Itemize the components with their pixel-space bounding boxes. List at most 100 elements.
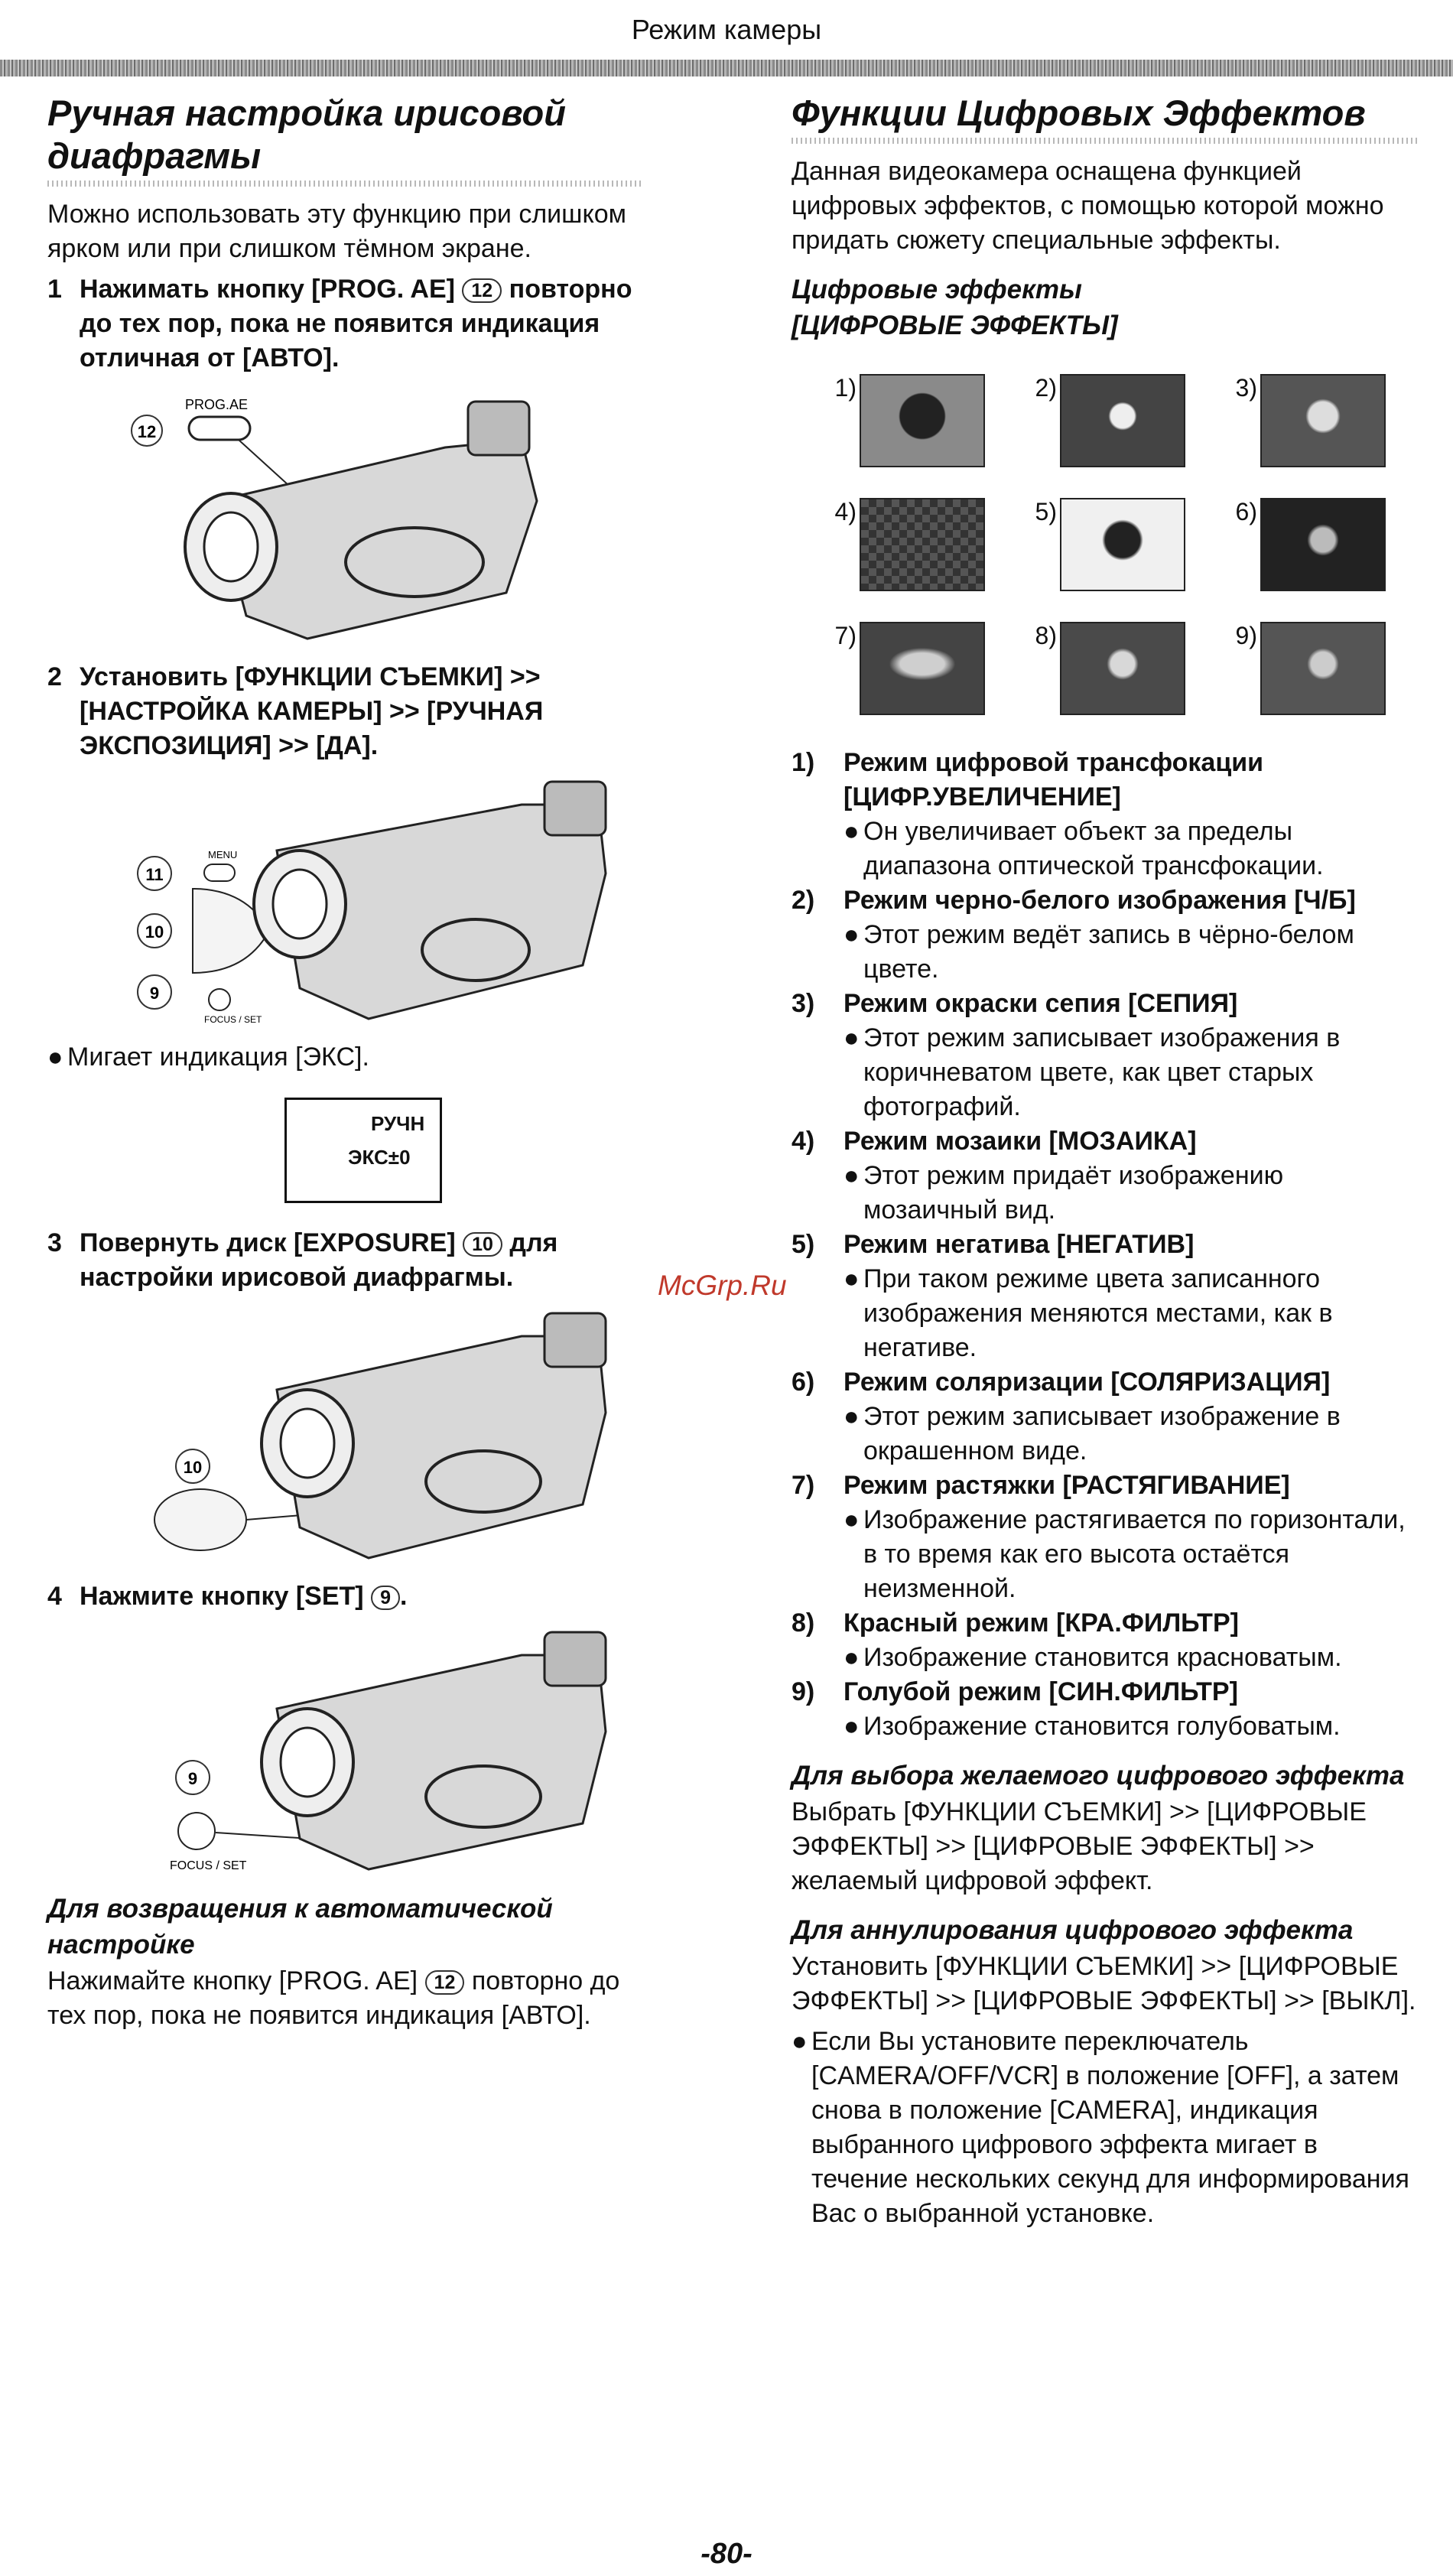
camcorder-prog-ae-icon: 12 PROG.AE [131, 397, 538, 640]
thumb-number: 6) [1235, 498, 1257, 525]
auto-return-heading: Для возвращения к автоматической настрой… [47, 1894, 553, 1960]
auto-text-a: Нажимайте кнопку [PROG. AE] [47, 1966, 418, 1995]
list-item: 1)Режим цифровой трансфокации [ЦИФР.УВЕЛ… [792, 746, 1419, 815]
camera-figure-2: 11 10 9 MENU FOCUS / SET [47, 774, 644, 1026]
cancel-effect-text: Установить [ФУНКЦИИ СЪЕМКИ] >> [ЦИФРОВЫЕ… [792, 1952, 1416, 2015]
step-4-text: Нажмите кнопку [SET] [80, 1582, 364, 1611]
item-desc-text: Он увеличивает объект за пределы диапазо… [863, 817, 1324, 880]
item-number: 3) [792, 989, 815, 1018]
auto-text-b: повторно до тех пор, пока не появится ин… [47, 1966, 620, 2030]
item-title: Режим негатива [НЕГАТИВ] [844, 1230, 1195, 1259]
dial-ref-10: 10 [463, 1232, 502, 1257]
step-3-text-b: для настройки ирисовой диафрагмы. [80, 1228, 558, 1292]
effect-photo-mosaic [860, 498, 985, 591]
item-title: Голубой режим [СИН.ФИЛЬТР] [844, 1677, 1238, 1706]
list-item: 2) Режим черно-белого изображения [Ч/Б] [792, 883, 1419, 918]
step-2-bullet: ● Мигает индикация [ЭКС]. [47, 1040, 644, 1075]
item-desc: ●Изображение становится красноватым. [844, 1641, 1419, 1675]
camcorder-set-button-icon: 9 FOCUS / SET [170, 1631, 607, 1872]
iris-section-title: Ручная настройка ирисовой диафрагмы [47, 93, 566, 176]
item-desc-text: Этот режим придаёт изображению мозаичный… [863, 1161, 1284, 1225]
item-title: Режим черно-белого изображения [Ч/Б] [844, 886, 1356, 915]
button-ref-12: 12 [424, 1970, 465, 1995]
button-ref-9: 9 [371, 1586, 400, 1611]
item-desc-text: Изображение становится голубоватым. [863, 1712, 1341, 1741]
bullet-icon: ● [844, 817, 860, 846]
effect-photo-stretch [860, 622, 985, 715]
effect-thumb-2: 2) [1026, 374, 1227, 467]
bullet-icon: ● [844, 1402, 860, 1431]
item-title: Режим окраски сепия [СЕПИЯ] [844, 989, 1238, 1018]
step-2-bullet-text: Мигает индикация [ЭКС]. [67, 1042, 369, 1072]
step-2-text: Установить [ФУНКЦИИ СЪЕМКИ] >> [НАСТРОЙК… [80, 662, 544, 760]
effects-subtitle-a: Цифровые эффекты [792, 275, 1082, 304]
item-desc-text: Этот режим ведёт запись в чёрно-белом цв… [863, 920, 1354, 984]
bullet-icon: ● [844, 1023, 860, 1052]
item-desc: ●Изображение становится голубоватым. [844, 1709, 1419, 1744]
item-number: 1) [792, 748, 815, 777]
effect-photo-solarize [1260, 498, 1386, 591]
fig2-menu-label: MENU [208, 849, 237, 860]
item-title: Режим мозаики [МОЗАИКА] [844, 1127, 1197, 1156]
page-number: -80- [700, 2538, 753, 2570]
step-number: 4 [47, 1582, 62, 1611]
item-title: Режим растяжки [РАСТЯГИВАНИЕ] [844, 1471, 1290, 1500]
step-4: 4 Нажмите кнопку [SET] 9. [47, 1579, 644, 1614]
list-item: 8)Красный режим [КРА.ФИЛЬТР] [792, 1606, 1419, 1641]
left-column: Ручная настройка ирисовой диафрагмы Можн… [47, 86, 644, 2039]
bullet-icon: ● [844, 1161, 860, 1190]
step-text: Нажмите кнопку [SET] 9. [80, 1582, 408, 1611]
bullet-icon: ● [47, 1042, 63, 1072]
bullet-icon: ● [844, 1712, 860, 1741]
effect-thumb-9: 9) [1227, 622, 1427, 715]
fig1-callout: 12 [138, 422, 156, 441]
thumb-number: 8) [1035, 622, 1057, 649]
effect-thumb-3: 3) [1227, 374, 1427, 467]
effect-thumb-5: 5) [1026, 498, 1227, 591]
item-desc: ●Этот режим придаёт изображению мозаичны… [844, 1159, 1419, 1228]
select-effect-heading: Для выбора желаемого цифрового эффекта [792, 1761, 1405, 1791]
list-item: 6)Режим соляризации [СОЛЯРИЗАЦИЯ] [792, 1365, 1419, 1400]
item-desc-text: Изображение растягивается по горизонтали… [863, 1505, 1406, 1603]
thumb-number: 4) [834, 498, 857, 525]
fig3-callout: 10 [184, 1458, 202, 1477]
effect-photo-blue [1260, 622, 1386, 715]
effect-thumb-7: 7) [826, 622, 1026, 715]
item-desc-text: При таком режиме цвета записанного изобр… [863, 1264, 1333, 1362]
item-desc: ●При таком режиме цвета записанного изоб… [844, 1262, 1419, 1365]
thumb-number: 5) [1035, 498, 1057, 525]
thumb-number: 1) [834, 374, 857, 402]
effect-photo-red [1060, 622, 1185, 715]
camera-figure-4: 9 FOCUS / SET [47, 1625, 644, 1877]
camera-figure-3: 10 [47, 1306, 644, 1566]
effects-section-title: Функции Цифровых Эффектов [792, 93, 1366, 133]
step-number: 3 [47, 1228, 62, 1257]
auto-return-text: Нажимайте кнопку [PROG. AE] 12 повторно … [47, 1964, 644, 2033]
bullet-icon: ● [844, 1264, 860, 1293]
thumb-number: 3) [1235, 374, 1257, 402]
step-1: 1 Нажимать кнопку [PROG. AE] 12 повторно… [47, 272, 644, 376]
list-item: 7)Режим растяжки [РАСТЯГИВАНИЕ] [792, 1469, 1419, 1503]
effect-thumb-1: 1) [826, 374, 1026, 467]
thumb-number: 2) [1035, 374, 1057, 402]
step-number: 1 [47, 275, 62, 304]
step-text: Нажимать кнопку [PROG. AE] 12 повторно д… [80, 272, 644, 376]
camera-figure-1: 12 PROG.AE [47, 386, 644, 646]
select-effect-text: Выбрать [ФУНКЦИИ СЪЕМКИ] >> [ЦИФРОВЫЕ ЭФ… [792, 1797, 1367, 1895]
bullet-icon: ● [792, 2027, 808, 2056]
right-column: Функции Цифровых Эффектов Данная видеока… [792, 86, 1419, 2231]
fig1-label: PROG.AE [185, 397, 248, 412]
thumb-number: 9) [1235, 622, 1257, 649]
step-3-text-a: Повернуть диск [EXPOSURE] [80, 1228, 456, 1257]
iris-intro: Можно использовать эту функцию при слишк… [47, 200, 626, 263]
fig4-callout: 9 [188, 1769, 197, 1788]
list-item: 5)Режим негатива [НЕГАТИВ] [792, 1228, 1419, 1262]
bullet-icon: ● [844, 920, 860, 949]
header-rule [0, 60, 1453, 76]
item-number: 2) [792, 886, 815, 915]
fig4-label: FOCUS / SET [170, 1859, 247, 1872]
effect-thumb-4: 4) [826, 498, 1026, 591]
effect-photo-bw [1060, 374, 1185, 467]
item-title: Режим соляризации [СОЛЯРИЗАЦИЯ] [844, 1368, 1331, 1397]
fig2-callout-a: 11 [145, 865, 163, 884]
